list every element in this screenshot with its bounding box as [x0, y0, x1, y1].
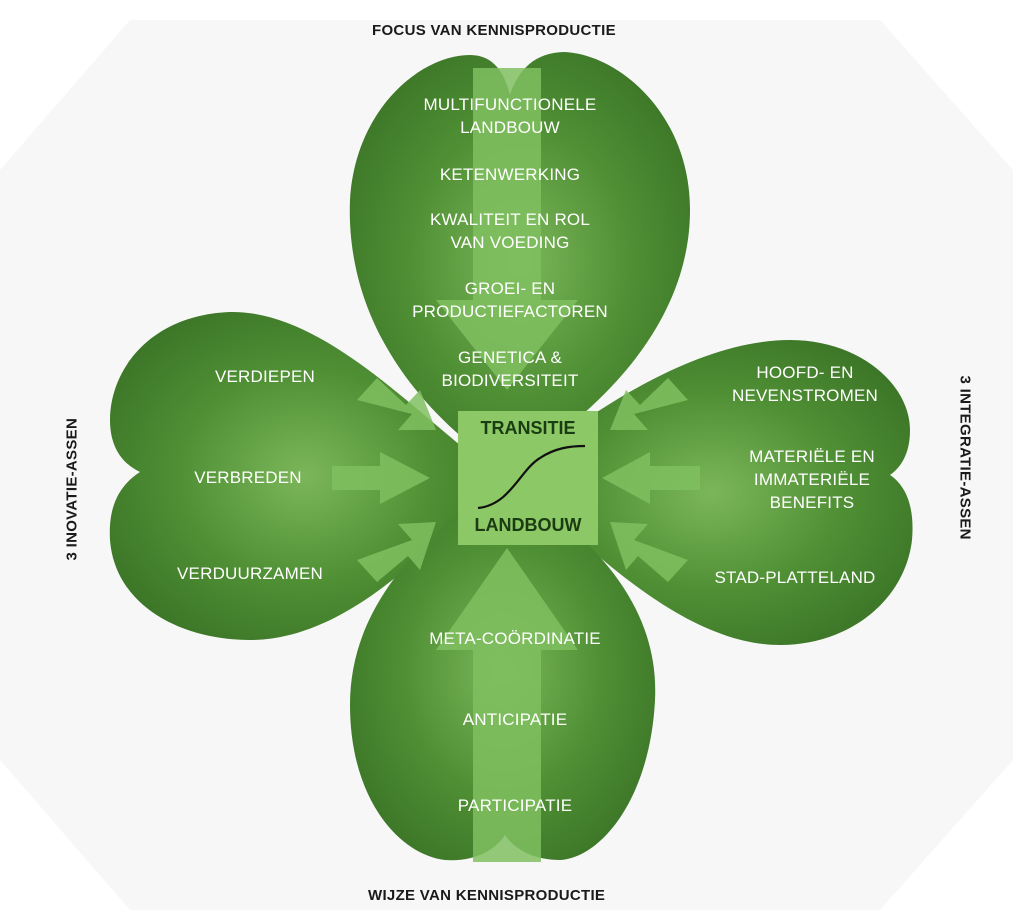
axis-right-label: 3 INTEGRATIE-ASSEN [956, 375, 974, 540]
bottom-arrow [436, 548, 578, 862]
left-arrow-3 [357, 522, 436, 582]
left-leaf-item: VERBREDEN [194, 468, 302, 487]
top-leaf-item: MULTIFUNCTIONELE LANDBOUW [423, 95, 597, 137]
transition-curve-icon [477, 444, 586, 510]
top-arrow [436, 68, 578, 390]
center-title-bottom: LANDBOUW [474, 515, 582, 535]
center-box [458, 411, 598, 545]
right-leaf-item: STAD-PLATTELAND [714, 568, 876, 587]
left-leaf-item: VERDIEPEN [214, 367, 316, 386]
right-arrow-1 [610, 378, 688, 430]
right-leaf-item: HOOFD- EN NEVENSTROMEN [732, 363, 878, 405]
right-arrow-2 [602, 452, 700, 504]
right-leaf-item: MATERIËLE EN IMMATERIËLE BENEFITS [749, 447, 875, 512]
left-arrow-2 [332, 452, 430, 504]
top-leaf-item: KWALITEIT EN ROL VAN VOEDING [429, 210, 590, 252]
top-leaf-item: GROEI- EN PRODUCTIEFACTOREN [412, 279, 608, 321]
arrows [332, 68, 700, 862]
left-leaf-item: VERDUURZAMEN [177, 564, 323, 583]
axis-bottom-label: WIJZE VAN KENNISPRODUCTIE [368, 887, 606, 904]
right-arrow-3 [610, 522, 688, 582]
axis-left-label: 3 INOVATIE-ASSEN [63, 417, 81, 561]
bottom-leaf-item: PARTICIPATIE [457, 796, 573, 815]
top-leaf-item: KETENWERKING [439, 165, 581, 184]
right-leaf [510, 340, 913, 645]
bottom-leaf-item: ANTICIPATIE [462, 710, 568, 729]
top-leaf-item: GENETICA & BIODIVERSITEIT [441, 348, 579, 390]
left-arrow-1 [357, 378, 436, 430]
bottom-leaf-item: META-COÖRDINATIE [429, 629, 601, 648]
center-title-top: TRANSITIE [480, 418, 576, 438]
axis-top-label: FOCUS VAN KENNISPRODUCTIE [372, 22, 616, 39]
